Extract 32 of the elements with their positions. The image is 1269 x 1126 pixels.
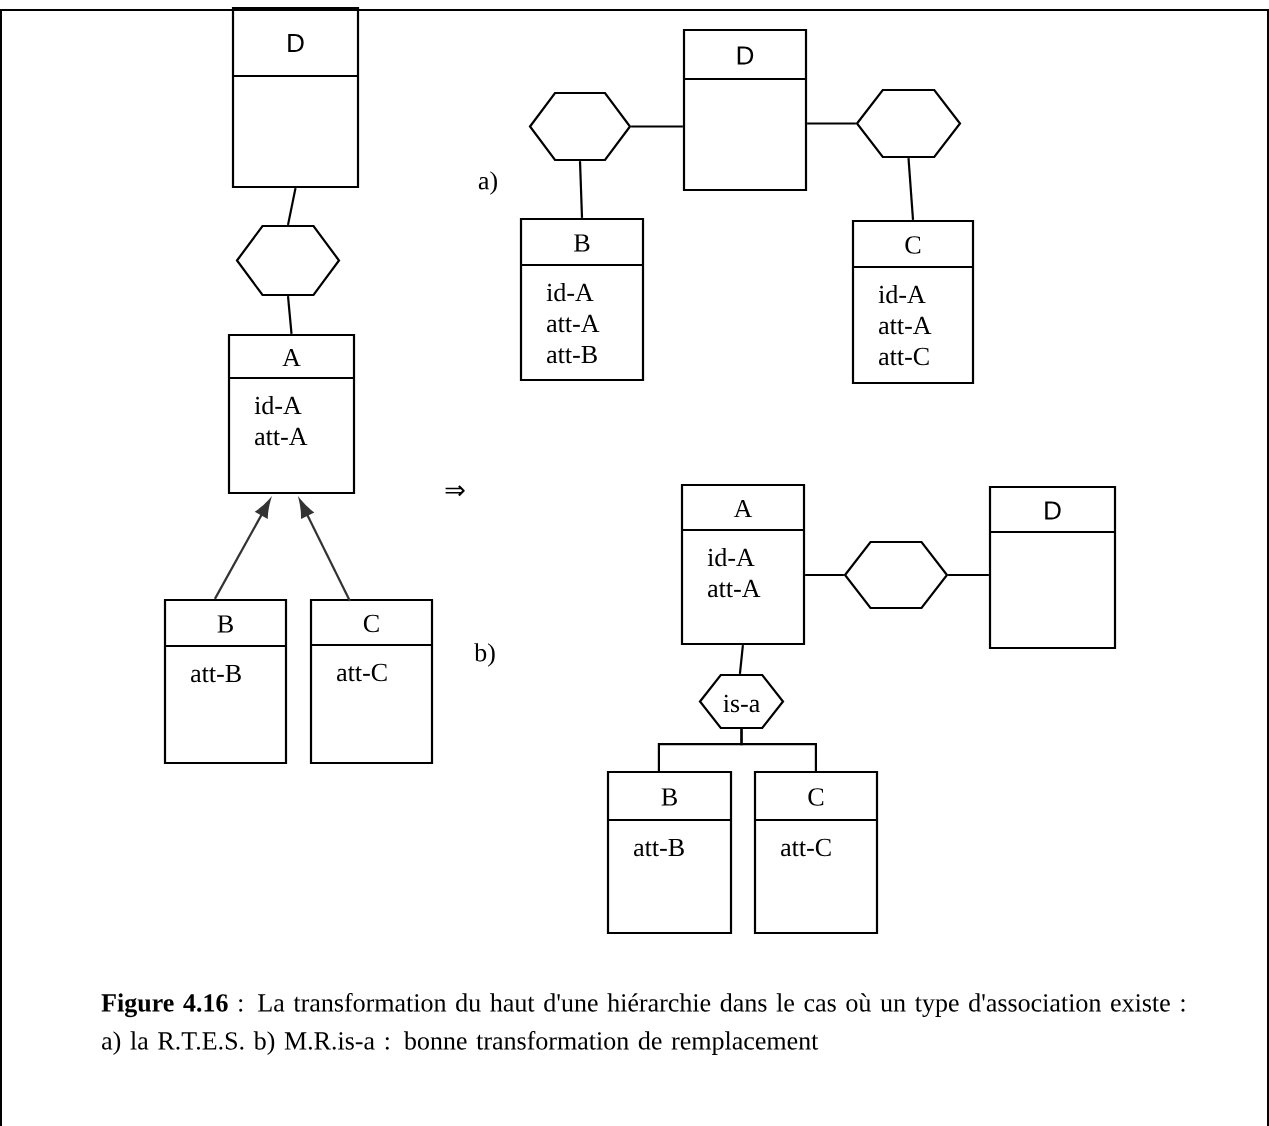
relationship-hexagon [528, 91, 632, 162]
connector [286, 296, 293, 334]
entity-box: D [231, 6, 360, 189]
connector [286, 187, 297, 226]
relationship-hexagon [855, 88, 962, 159]
relationship-hexagon [235, 224, 341, 297]
connector [805, 573, 844, 577]
entity-box: B att-B [163, 598, 288, 765]
entity-box: B att-B [606, 770, 733, 935]
panel-label: a) [478, 171, 497, 195]
connector [807, 122, 856, 125]
panel-label: b) [474, 643, 495, 667]
entity-box: C att-C [753, 770, 879, 935]
entity-box: C att-C [309, 598, 434, 765]
connector [948, 573, 989, 577]
entity-box: C id-A att-A att-C [851, 219, 975, 385]
relationship-hexagon [843, 540, 949, 610]
connector [213, 499, 271, 600]
connector [907, 158, 915, 220]
connector [299, 499, 351, 602]
entity-box: B id-A att-A att-B [519, 217, 645, 382]
caption: Figure 4.16 : La transformation du haut d'une hiérarchie dans le cas où un type d'association existe : a) la R.T.E.S. b) M.R.is-a : bonne transformation de remplacement [101, 993, 1185, 1055]
connector [740, 729, 817, 771]
entity-box: A id-A att-A [227, 333, 356, 495]
relationship-hexagon: is-a [698, 673, 785, 730]
connector [578, 161, 584, 218]
connector [738, 645, 744, 674]
entity-box: A id-A att-A [680, 483, 806, 646]
transformation-symbol: ⇒ [445, 485, 465, 497]
entity-box: D [682, 28, 808, 192]
entity-box: D [988, 485, 1117, 650]
connector [631, 125, 683, 128]
